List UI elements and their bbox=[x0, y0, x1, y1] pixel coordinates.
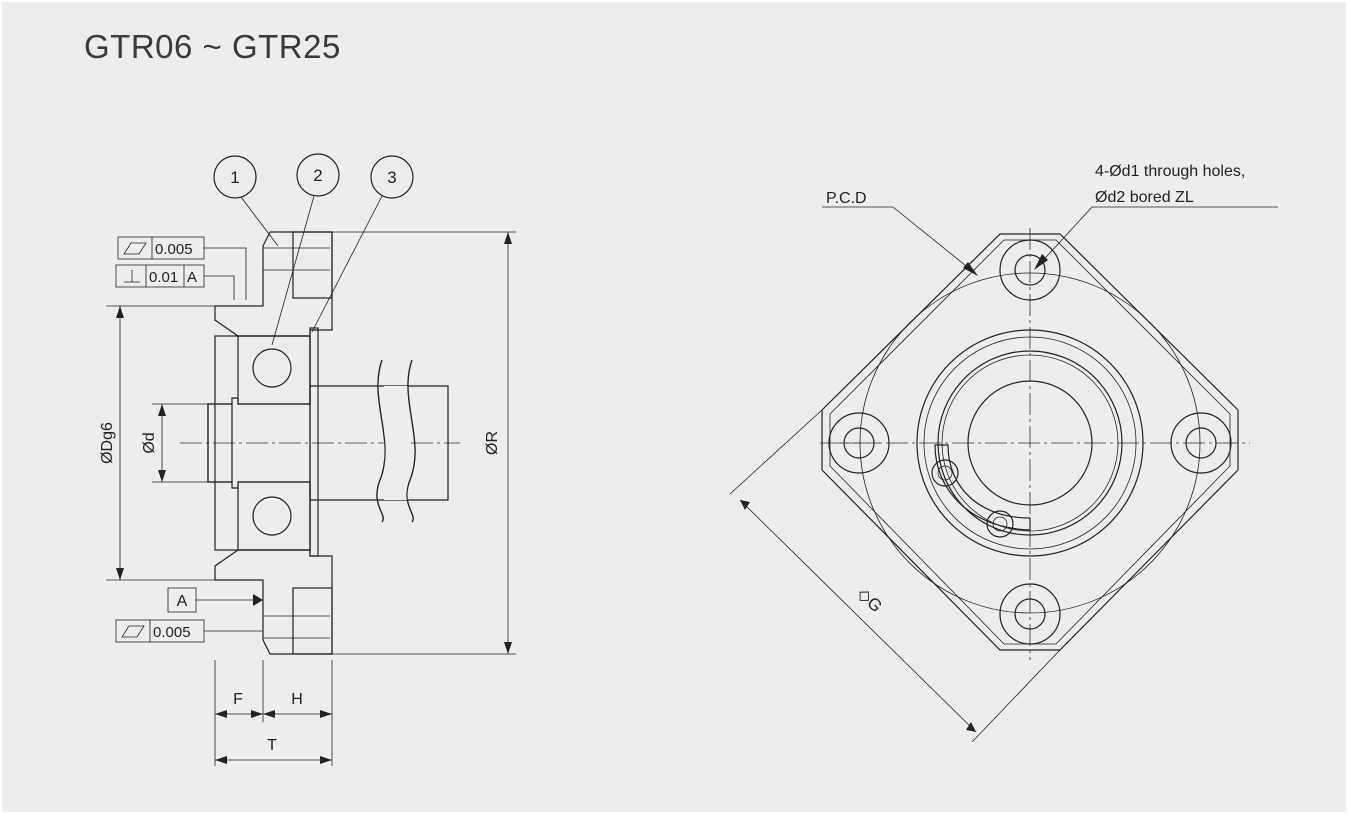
bearing-bottom bbox=[237, 481, 311, 551]
dim-d: Ød bbox=[141, 432, 158, 453]
holes-label-line2: Ød2 bored ZL bbox=[1095, 189, 1194, 206]
bearing-top bbox=[237, 335, 311, 405]
ball-bottom bbox=[252, 496, 292, 536]
parallelism-bottom-value: 0.005 bbox=[153, 624, 191, 641]
front-annotations: P.C.D 4-Ød1 through holes, Ød2 bored ZL … bbox=[729, 163, 1278, 743]
balloon-1 bbox=[213, 155, 257, 199]
tolerance-frames: 0.005 0.01 A A 0.005 bbox=[115, 236, 263, 643]
bolt-pocket-top bbox=[292, 231, 333, 299]
dim-G: ◇G bbox=[854, 584, 886, 616]
dim-H: H bbox=[291, 691, 303, 708]
perpendicularity-icon bbox=[124, 270, 140, 283]
balloon-3-label: 3 bbox=[387, 168, 396, 187]
section-view bbox=[180, 231, 460, 655]
dim-R: ØR bbox=[484, 431, 501, 455]
lock-slot bbox=[934, 444, 1031, 531]
page-title: GTR06 ~ GTR25 bbox=[84, 28, 341, 65]
housing-bottom-section bbox=[214, 549, 333, 655]
front-view bbox=[820, 228, 1250, 660]
ball-top bbox=[252, 348, 292, 388]
balloon-2 bbox=[296, 153, 340, 197]
dim-Dg6: ØDg6 bbox=[99, 422, 116, 464]
dim-T: T bbox=[267, 737, 277, 754]
parallelism-top-value: 0.005 bbox=[155, 241, 193, 258]
balloon-3 bbox=[370, 155, 414, 199]
balloon-1-label: 1 bbox=[230, 168, 239, 187]
holes-label-line1: 4-Ød1 through holes, bbox=[1095, 163, 1245, 180]
balloon-2-label: 2 bbox=[313, 166, 322, 185]
perpendicularity-datum: A bbox=[187, 269, 197, 286]
pcd-label: P.C.D bbox=[826, 190, 867, 207]
datum-a-label: A bbox=[177, 593, 188, 610]
perpendicularity-value: 0.01 bbox=[149, 269, 178, 286]
section-dimensions: ØDg6 Ød ØR F H T bbox=[99, 231, 516, 766]
parallelism-icon bbox=[123, 242, 147, 255]
balloon-callouts: 1 2 3 bbox=[213, 153, 414, 346]
bolt-pocket-bottom bbox=[292, 587, 333, 655]
dim-F: F bbox=[233, 691, 243, 708]
shaft bbox=[207, 385, 449, 501]
retainer-plate bbox=[309, 327, 319, 557]
